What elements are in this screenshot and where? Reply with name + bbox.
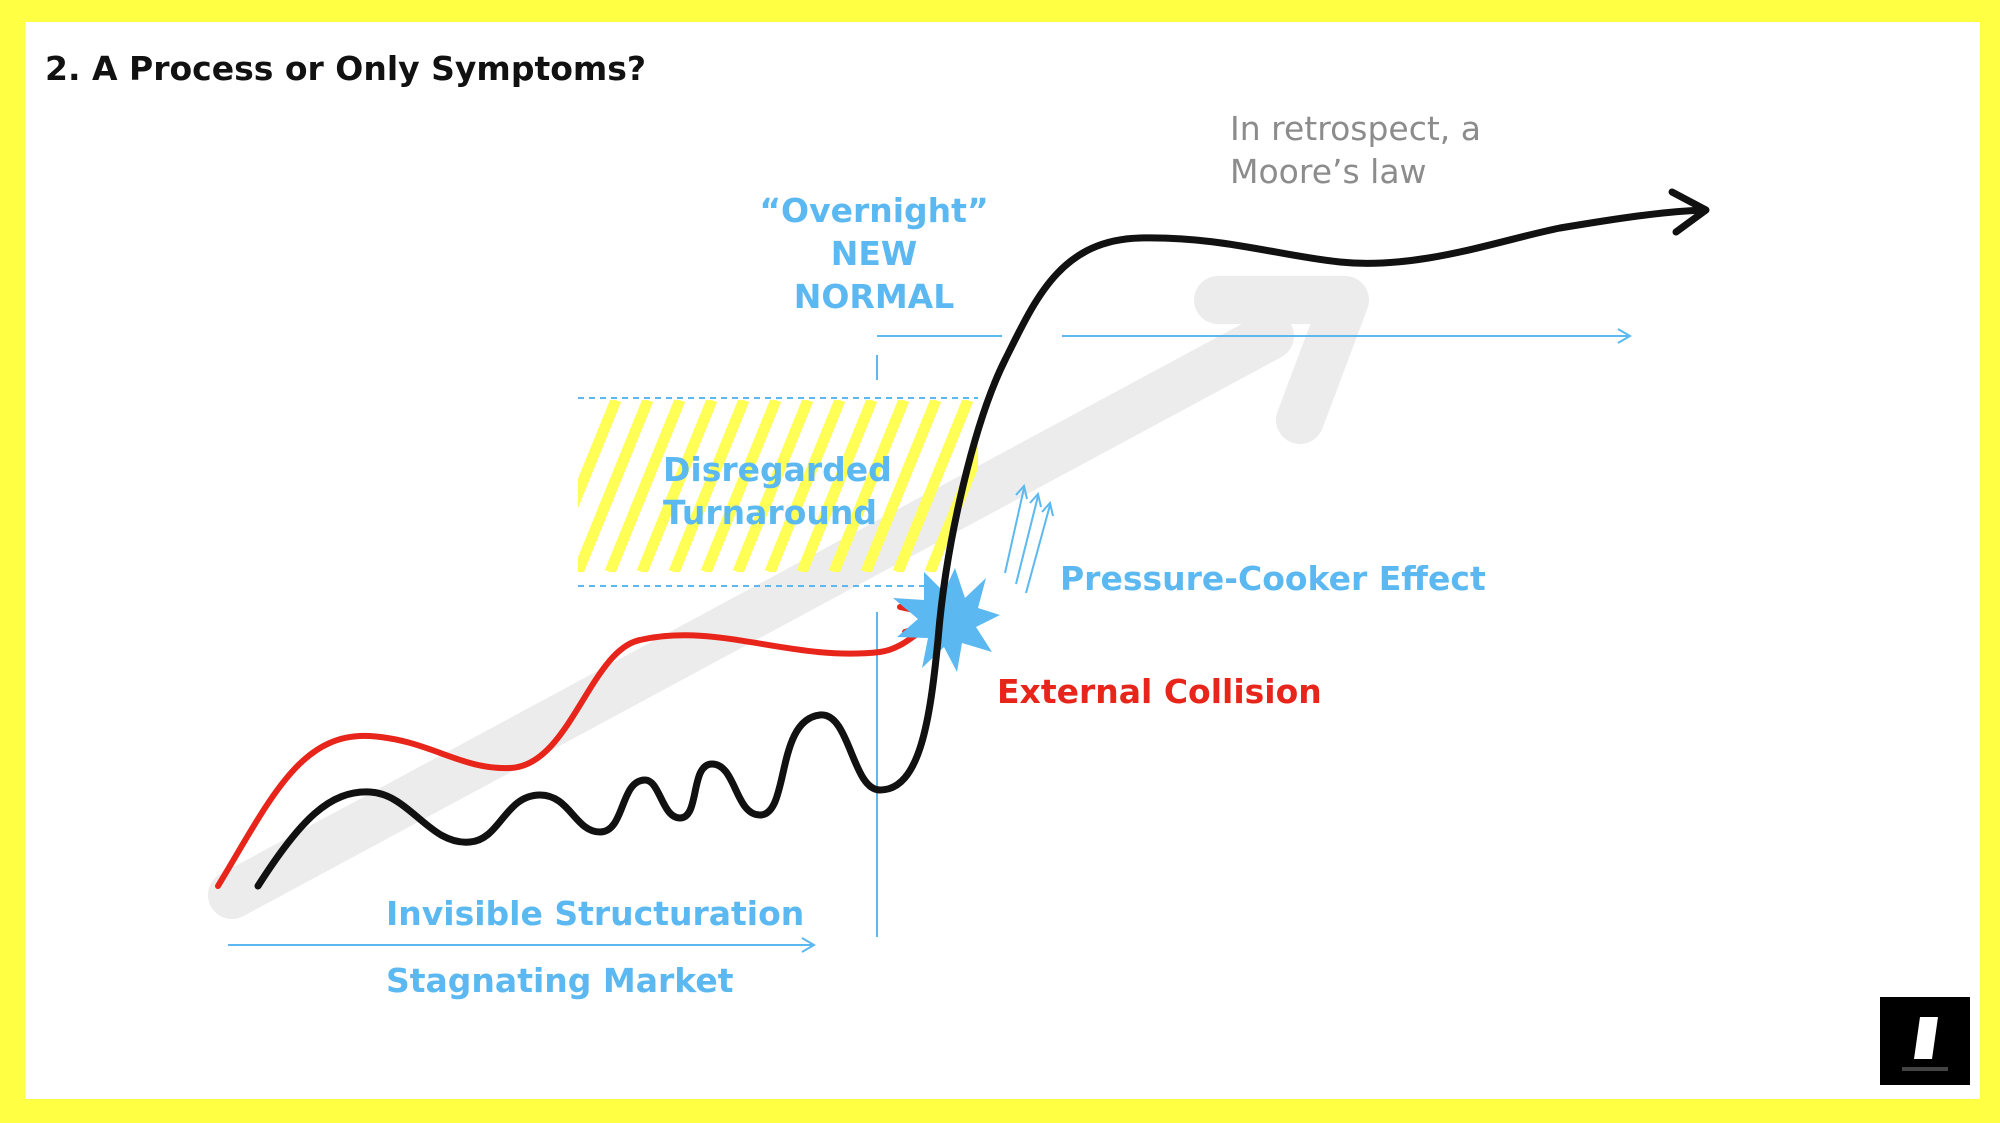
brand-logo [1880,997,1970,1085]
slide-background [25,22,1980,1099]
black-curve [254,188,1710,890]
overnight-label: “Overnight” [759,191,988,230]
pressure-cooker-label: Pressure-Cooker Effect [1060,559,1486,598]
new-label: NEW [831,234,918,273]
brand-logo-mark-icon [1902,1017,1948,1071]
black-curve-arrowhead [1668,188,1710,236]
disregarded-label: Disregarded [663,450,892,489]
retrospect-label-line1: In retrospect, a [1230,109,1481,148]
external-collision-label: External Collision [997,672,1322,711]
normal-label: NORMAL [794,277,955,316]
retrospect-label-line2: Moore’s law [1230,152,1427,191]
collision-star-icon [893,568,1000,672]
stagnating-market-axis-arrowhead [801,937,816,953]
pressure-cooker-arrows [1004,483,1054,594]
turnaround-label: Turnaround [663,493,877,532]
invisible-structuration-label: Invisible Structuration [386,894,804,933]
page-title: 2. A Process or Only Symptoms? [45,49,646,88]
trend-arrow [208,276,1369,919]
guide-lines [228,328,1632,953]
stagnating-market-label: Stagnating Market [386,961,734,1000]
new-normal-axis-arrowhead [1617,328,1632,344]
